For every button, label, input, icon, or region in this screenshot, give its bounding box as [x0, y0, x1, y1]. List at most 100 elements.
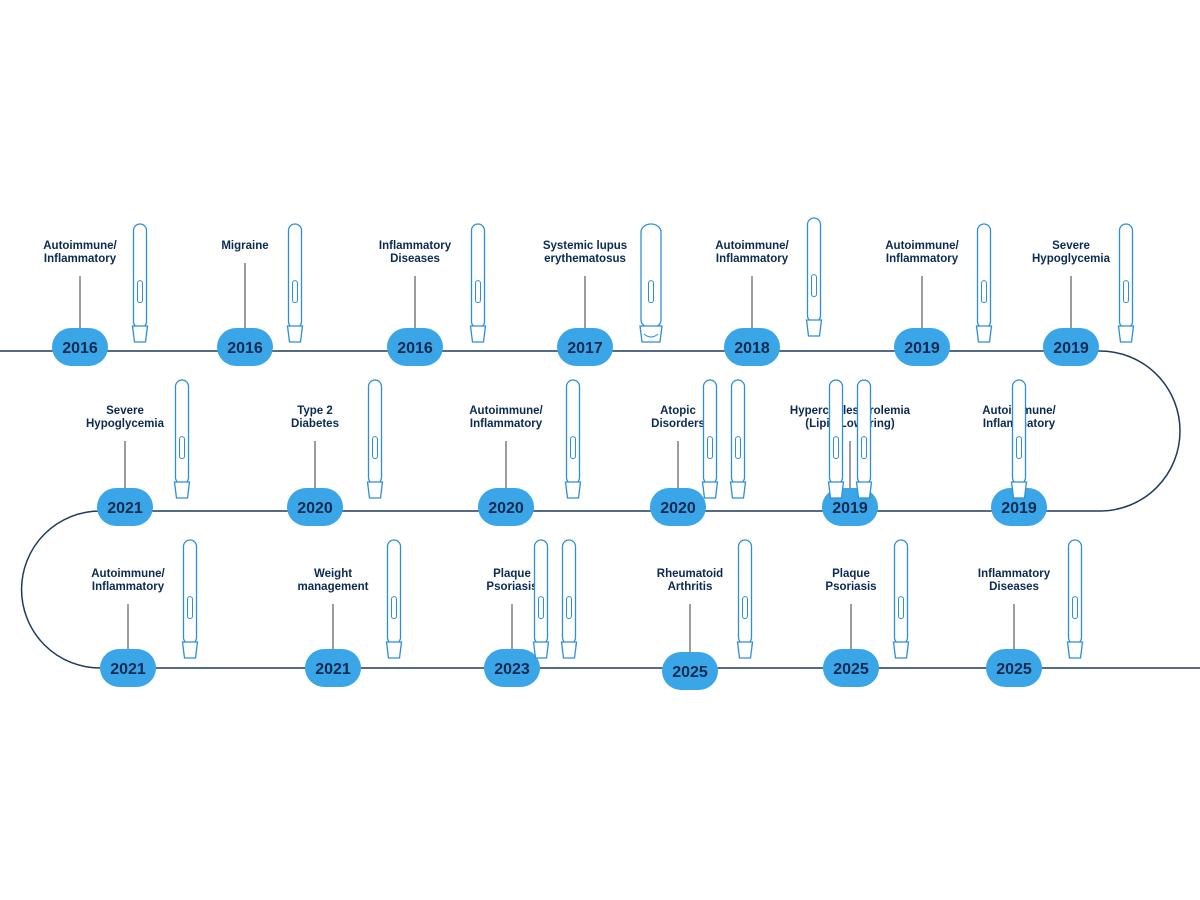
year-label: 2021 — [107, 500, 143, 517]
indication-label: Hypercholesterolemia — [790, 405, 911, 417]
wide-autoinjector-icon — [639, 223, 663, 343]
indication-label: Diabetes — [291, 418, 339, 430]
autoinjector-pen-icon — [701, 379, 719, 499]
year-label: 2020 — [488, 500, 524, 517]
year-label: 2018 — [734, 340, 770, 357]
autoinjector-pen-icon — [286, 223, 304, 343]
indication-label: Weight — [314, 568, 352, 580]
indication-label: Inflammatory — [379, 240, 452, 252]
indication-label: Psoriasis — [486, 581, 537, 593]
year-pill — [986, 649, 1042, 687]
indication-label: Inflammatory — [470, 418, 543, 430]
autoinjector-pen-icon — [532, 539, 550, 659]
autoinjector-pen-icon — [469, 223, 487, 343]
indication-label: Inflammatory — [886, 253, 959, 265]
indication-label: Migraine — [221, 240, 268, 252]
indication-label: Atopic — [660, 405, 696, 417]
indication-label: management — [298, 581, 369, 593]
indication-label: Type 2 — [297, 405, 333, 417]
indication-label: Autoimmune/ — [43, 240, 117, 252]
year-label: 2016 — [227, 340, 263, 357]
year-label: 2016 — [397, 340, 433, 357]
milestone: Autoimmune/Inflammatory 2019 — [885, 223, 993, 366]
autoinjector-pen-icon — [564, 379, 582, 499]
autoinjector-pen-icon — [805, 217, 823, 337]
year-pill — [662, 652, 718, 690]
indication-label: Autoimmune/ — [885, 240, 959, 252]
year-pill — [287, 488, 343, 526]
year-label: 2019 — [1053, 340, 1089, 357]
year-pill — [823, 649, 879, 687]
milestone: Hypercholesterolemia(Lipid Lowering)2019 — [790, 379, 911, 526]
indication-label: Arthritis — [668, 581, 713, 593]
year-label: 2020 — [660, 500, 696, 517]
autoinjector-pen-icon — [1066, 539, 1084, 659]
indication-label: Systemic lupus — [543, 240, 627, 252]
milestone: Migraine 2016 — [217, 223, 304, 366]
year-label: 2017 — [567, 340, 603, 357]
indication-label: Inflammatory — [716, 253, 789, 265]
year-label: 2021 — [110, 661, 146, 678]
year-label: 2016 — [62, 340, 98, 357]
indication-label: Inflammatory — [92, 581, 165, 593]
autoinjector-pen-icon — [729, 379, 747, 499]
year-pill — [217, 328, 273, 366]
autoinjector-pen-icon — [173, 379, 191, 499]
autoinjector-pen-icon — [855, 379, 873, 499]
indication-label: Rheumatoid — [657, 568, 723, 580]
autoinjector-pen-icon — [181, 539, 199, 659]
milestone: Autoimmune/Inflammatory 2018 — [715, 217, 823, 366]
autoinjector-pen-icon — [736, 539, 754, 659]
indication-label: Autoimmune/ — [469, 405, 543, 417]
autoinjector-pen-icon — [892, 539, 910, 659]
autoinjector-pen-icon — [827, 379, 845, 499]
indication-label: erythematosus — [544, 253, 626, 265]
year-pill — [100, 649, 156, 687]
year-label: 2023 — [494, 661, 530, 678]
indication-label: Autoimmune/ — [715, 240, 789, 252]
indication-label: Severe — [106, 405, 144, 417]
year-pill — [1043, 328, 1099, 366]
indication-label: Inflammatory — [978, 568, 1051, 580]
year-pill — [305, 649, 361, 687]
autoinjector-pen-icon — [1117, 223, 1135, 343]
autoinjector-pen-icon — [366, 379, 384, 499]
year-label: 2019 — [904, 340, 940, 357]
indication-label: Psoriasis — [825, 581, 876, 593]
year-pill — [97, 488, 153, 526]
indication-label: Disorders — [651, 418, 705, 430]
year-label: 2021 — [315, 661, 351, 678]
year-label: 2025 — [672, 664, 708, 681]
year-pill — [484, 649, 540, 687]
milestones-layer: Autoimmune/Inflammatory2016Migraine2016I… — [43, 217, 1135, 690]
indication-label: Hypoglycemia — [1032, 253, 1111, 265]
year-pill — [52, 328, 108, 366]
autoinjector-pen-icon — [975, 223, 993, 343]
autoinjector-pen-icon — [1010, 379, 1028, 499]
indication-label: Severe — [1052, 240, 1090, 252]
year-pill — [991, 488, 1047, 526]
milestone: Autoimmune/Inflammatory 2016 — [43, 223, 149, 366]
indication-label: Inflammatory — [44, 253, 117, 265]
milestone: Autoimmune/Inflammatory 2020 — [469, 379, 582, 526]
autoinjector-pen-icon — [385, 539, 403, 659]
year-label: 2019 — [1001, 500, 1037, 517]
year-pill — [557, 328, 613, 366]
autoinjector-pen-icon — [131, 223, 149, 343]
autoinjector-pen-icon — [560, 539, 578, 659]
year-pill — [650, 488, 706, 526]
